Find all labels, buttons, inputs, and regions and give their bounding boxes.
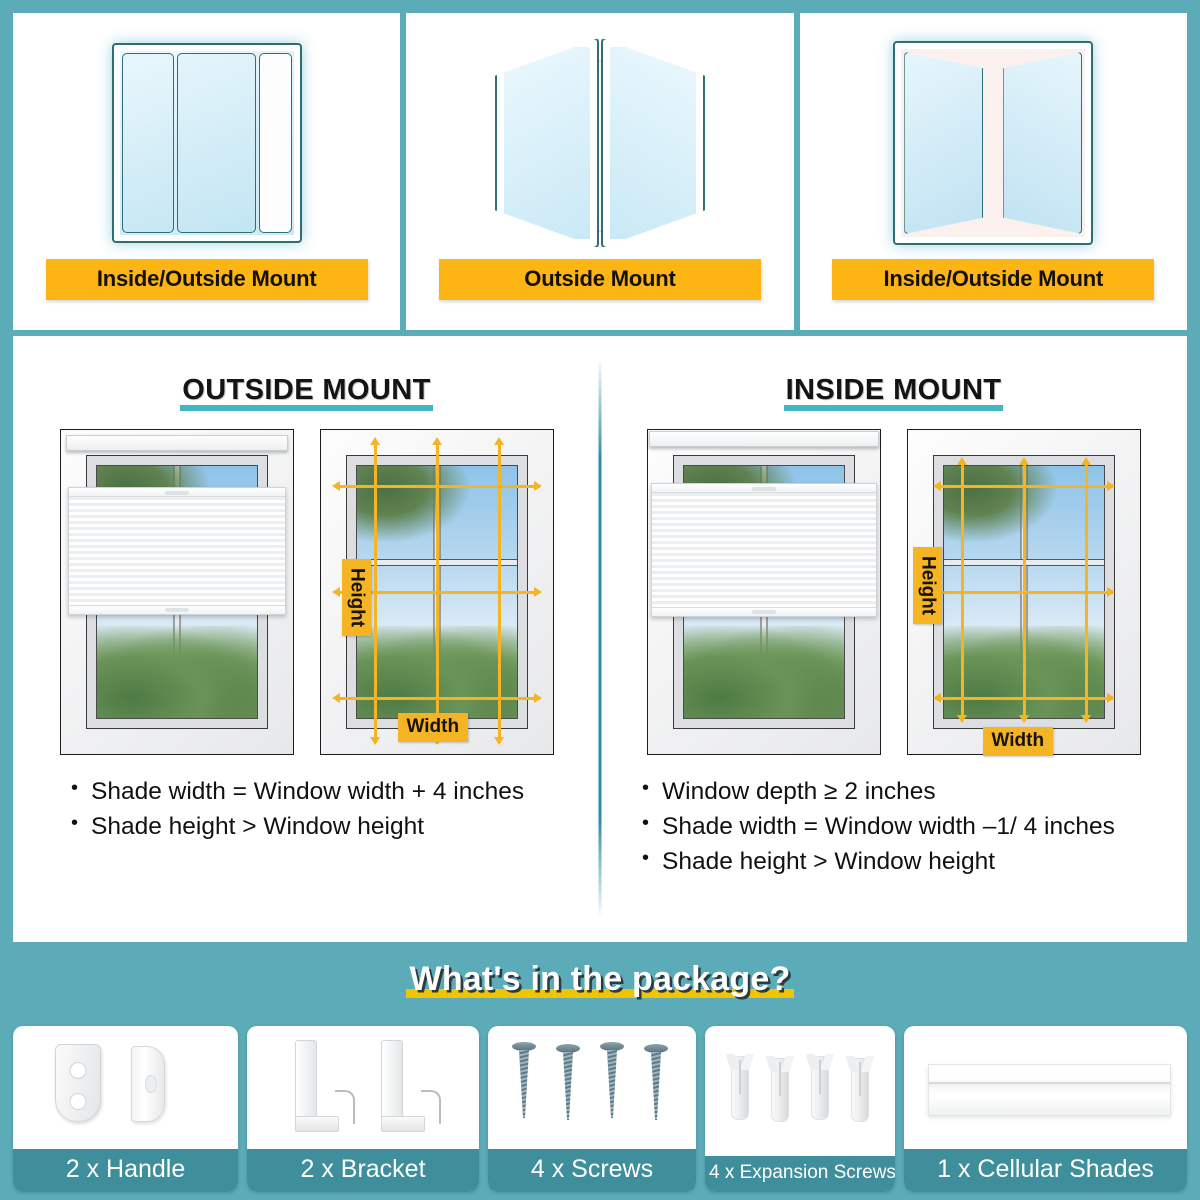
list-item: Shade width = Window width + 4 inches <box>69 774 582 810</box>
double-casement-window-icon <box>800 27 1187 259</box>
window-outside-measurement-diagram: Height Width <box>319 429 554 755</box>
window-with-outside-mount-shade <box>59 429 294 755</box>
section-divider <box>598 358 602 920</box>
window-type-label-2: Outside Mount <box>438 259 761 300</box>
inside-mount-section: INSIDE MOUNT <box>600 336 1187 942</box>
package-item-handle: 2 x Handle <box>13 1026 238 1192</box>
window-inside-measurement-diagram: Height Width <box>906 429 1141 756</box>
list-item: Window depth ≥ 2 inches <box>640 774 1169 810</box>
height-label: Height <box>912 547 942 625</box>
inside-mount-title: INSIDE MOUNT <box>783 374 1004 411</box>
height-label: Height <box>341 559 371 637</box>
bracket-icon <box>247 1026 479 1149</box>
outside-mount-bullets: Shade width = Window width + 4 inches Sh… <box>13 774 600 845</box>
window-type-card-1: Inside/Outside Mount <box>13 13 401 330</box>
package-item-screws: 4 x Screws <box>488 1026 696 1192</box>
list-item: Shade width = Window width –1/ 4 inches <box>640 809 1169 845</box>
package-item-caption: 4 x Screws <box>488 1149 696 1192</box>
outside-mount-figures: Height Width <box>13 429 600 755</box>
package-item-cellular-shades: 1 x Cellular Shades <box>904 1026 1187 1192</box>
package-item-caption: 2 x Handle <box>13 1149 238 1192</box>
package-item-bracket: 2 x Bracket <box>247 1026 479 1192</box>
window-type-label-1: Inside/Outside Mount <box>45 259 368 300</box>
inside-mount-bullets: Window depth ≥ 2 inches Shade width = Wi… <box>600 774 1187 880</box>
outside-mount-title: OUTSIDE MOUNT <box>180 374 433 411</box>
outswing-casement-window-icon <box>406 27 793 259</box>
single-hung-window-icon <box>13 27 400 259</box>
cellular-shade-icon <box>904 1026 1187 1149</box>
package-item-caption: 1 x Cellular Shades <box>904 1149 1187 1192</box>
list-item: Shade height > Window height <box>640 844 1169 880</box>
outside-mount-section: OUTSIDE MOUNT <box>13 336 600 942</box>
window-type-card-3: Inside/Outside Mount <box>799 13 1187 330</box>
window-type-row: Inside/Outside Mount Outside Mount <box>13 13 1187 330</box>
mount-comparison-panel: OUTSIDE MOUNT <box>13 336 1187 942</box>
package-title: What's in the package? <box>405 960 795 999</box>
expansion-anchor-icon <box>705 1026 895 1156</box>
window-type-card-2: Outside Mount <box>406 13 794 330</box>
width-label: Width <box>397 713 469 742</box>
width-label: Width <box>982 727 1054 756</box>
inside-mount-figures: Height Width <box>600 429 1187 756</box>
list-item: Shade height > Window height <box>69 809 582 845</box>
handle-icon <box>13 1026 238 1149</box>
package-item-caption: 4 x Expansion Screws <box>705 1156 895 1192</box>
cellular-shade-overlay <box>67 487 286 615</box>
window-type-label-3: Inside/Outside Mount <box>832 259 1155 300</box>
cellular-shade-overlay <box>650 483 877 617</box>
package-item-caption: 2 x Bracket <box>247 1149 479 1192</box>
screw-icon <box>488 1026 696 1149</box>
package-items-grid: 2 x Handle 2 x Bracket <box>13 1026 1187 1192</box>
package-section: What's in the package? 2 x Handle <box>0 948 1200 1200</box>
package-item-expansion-screws: 4 x Expansion Screws <box>705 1026 895 1192</box>
window-with-inside-mount-shade <box>646 429 881 755</box>
